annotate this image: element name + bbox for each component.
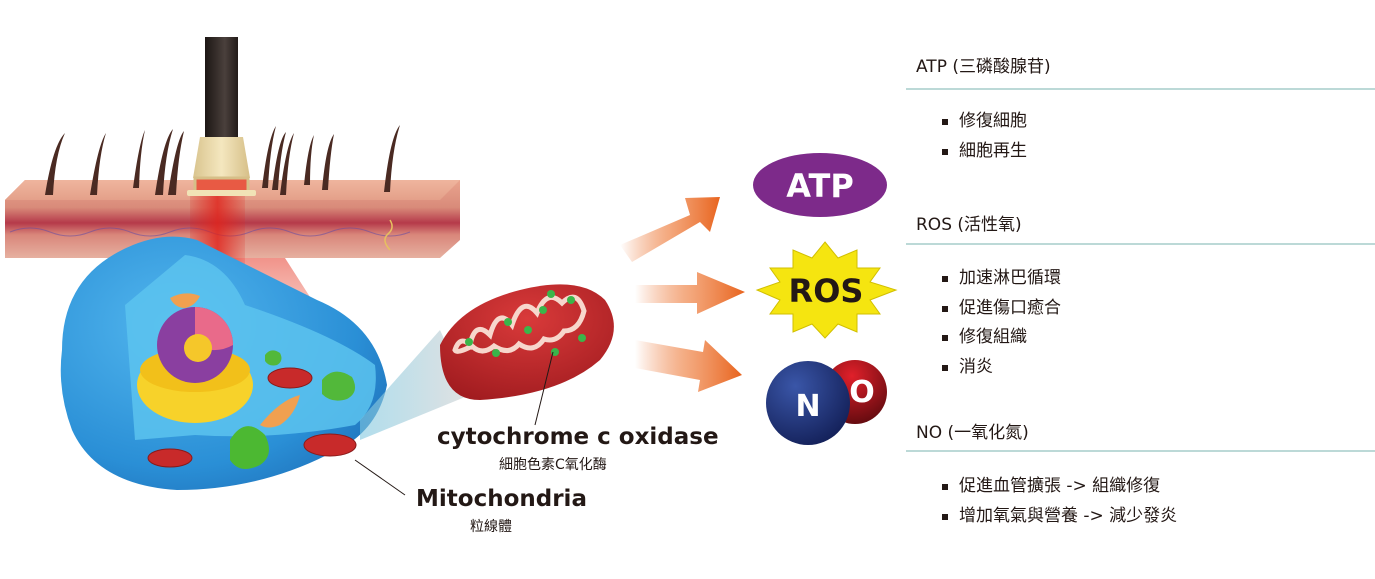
section-title: ATP (三磷酸腺苷) bbox=[916, 57, 1051, 77]
cytochrome-label: cytochrome c oxidase bbox=[437, 424, 719, 450]
bullet-list: 促進血管擴張 -> 組織修復 增加氧氣與營養 -> 減少發炎 bbox=[942, 472, 1177, 531]
divider bbox=[906, 450, 1375, 452]
hair-strands bbox=[45, 125, 400, 195]
cell-illustration bbox=[60, 236, 387, 490]
section-title: NO (一氧化氮) bbox=[916, 423, 1029, 443]
no-molecule-icon: N O bbox=[766, 360, 887, 445]
divider bbox=[906, 88, 1375, 90]
ros-label: ROS bbox=[789, 272, 864, 310]
list-item: 消炎 bbox=[942, 353, 1061, 383]
bullet-icon bbox=[942, 148, 948, 155]
cytochrome-pointer bbox=[534, 351, 554, 426]
bullet-list: 加速淋巴循環 促進傷口癒合 修復組織 消炎 bbox=[942, 264, 1061, 382]
list-item: 細胞再生 bbox=[942, 137, 1027, 167]
mitochondria-label-zh: 粒線體 bbox=[470, 519, 512, 535]
list-item: 促進血管擴張 -> 組織修復 bbox=[942, 472, 1177, 502]
bullet-icon bbox=[942, 484, 948, 490]
no-n-label: N bbox=[795, 389, 820, 424]
arrow-to-ros bbox=[635, 272, 745, 314]
divider bbox=[906, 243, 1375, 245]
arrow-to-no bbox=[635, 340, 742, 392]
mitochondrion-illustration bbox=[440, 284, 614, 400]
arrow-to-atp bbox=[620, 197, 720, 262]
atp-molecule-icon: ATP bbox=[753, 153, 887, 217]
cytochrome-label-zh: 細胞色素C氧化酶 bbox=[499, 457, 607, 473]
list-item: 修復細胞 bbox=[942, 107, 1027, 137]
bullet-icon bbox=[942, 335, 948, 341]
mitochondria-label: Mitochondria bbox=[416, 486, 587, 512]
bullet-icon bbox=[942, 364, 948, 371]
bullet-icon bbox=[942, 513, 948, 520]
section-title: ROS (活性氧) bbox=[916, 215, 1022, 235]
atp-label: ATP bbox=[786, 167, 854, 205]
ros-burst-icon: ROS bbox=[755, 241, 898, 339]
no-o-label: O bbox=[849, 375, 875, 410]
laser-device-icon bbox=[187, 37, 256, 196]
list-item: 促進傷口癒合 bbox=[942, 294, 1061, 324]
mitochondria-pointer bbox=[354, 459, 406, 496]
list-item: 增加氧氣與營養 -> 減少發炎 bbox=[942, 502, 1177, 532]
bullet-icon bbox=[942, 305, 948, 312]
list-item: 修復組織 bbox=[942, 323, 1061, 353]
bullet-list: 修復細胞 細胞再生 bbox=[942, 107, 1027, 166]
list-item: 加速淋巴循環 bbox=[942, 264, 1061, 294]
bullet-icon bbox=[942, 119, 948, 125]
bullet-icon bbox=[942, 276, 948, 282]
